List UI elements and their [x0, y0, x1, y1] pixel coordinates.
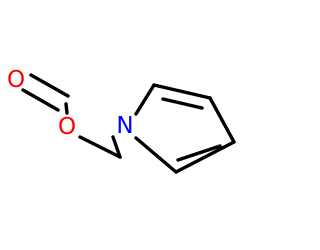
bond-ring-c3-to-c4 [208, 96, 236, 144]
bond-carbonyl-double-a [21, 88, 60, 112]
bond-methylene-to-nitrogen [111, 135, 122, 159]
molecule-canvas: O O N [7, 67, 236, 174]
bond-ring-c4-to-c5-inner [176, 144, 222, 162]
atom-label-oxygen-ester: O [58, 114, 76, 140]
bond-ring-n-to-c2 [134, 83, 156, 116]
atom-label-oxygen-carbonyl: O [7, 67, 25, 93]
bond-ring-c4-to-c5 [174, 140, 236, 174]
atom-label-nitrogen: N [116, 113, 133, 139]
molecule-structure: O O N [7, 67, 236, 174]
bond-ring-c2-to-c3-inner [161, 97, 204, 110]
bond-ester-oxygen-to-methylene [78, 135, 122, 159]
bond-ring-c2-to-c3 [152, 83, 212, 100]
bond-formyl-carbon-to-ester-oxygen [64, 102, 69, 115]
bond-ring-c5-to-n [134, 136, 178, 174]
bond-carbonyl-double-b [29, 73, 70, 98]
